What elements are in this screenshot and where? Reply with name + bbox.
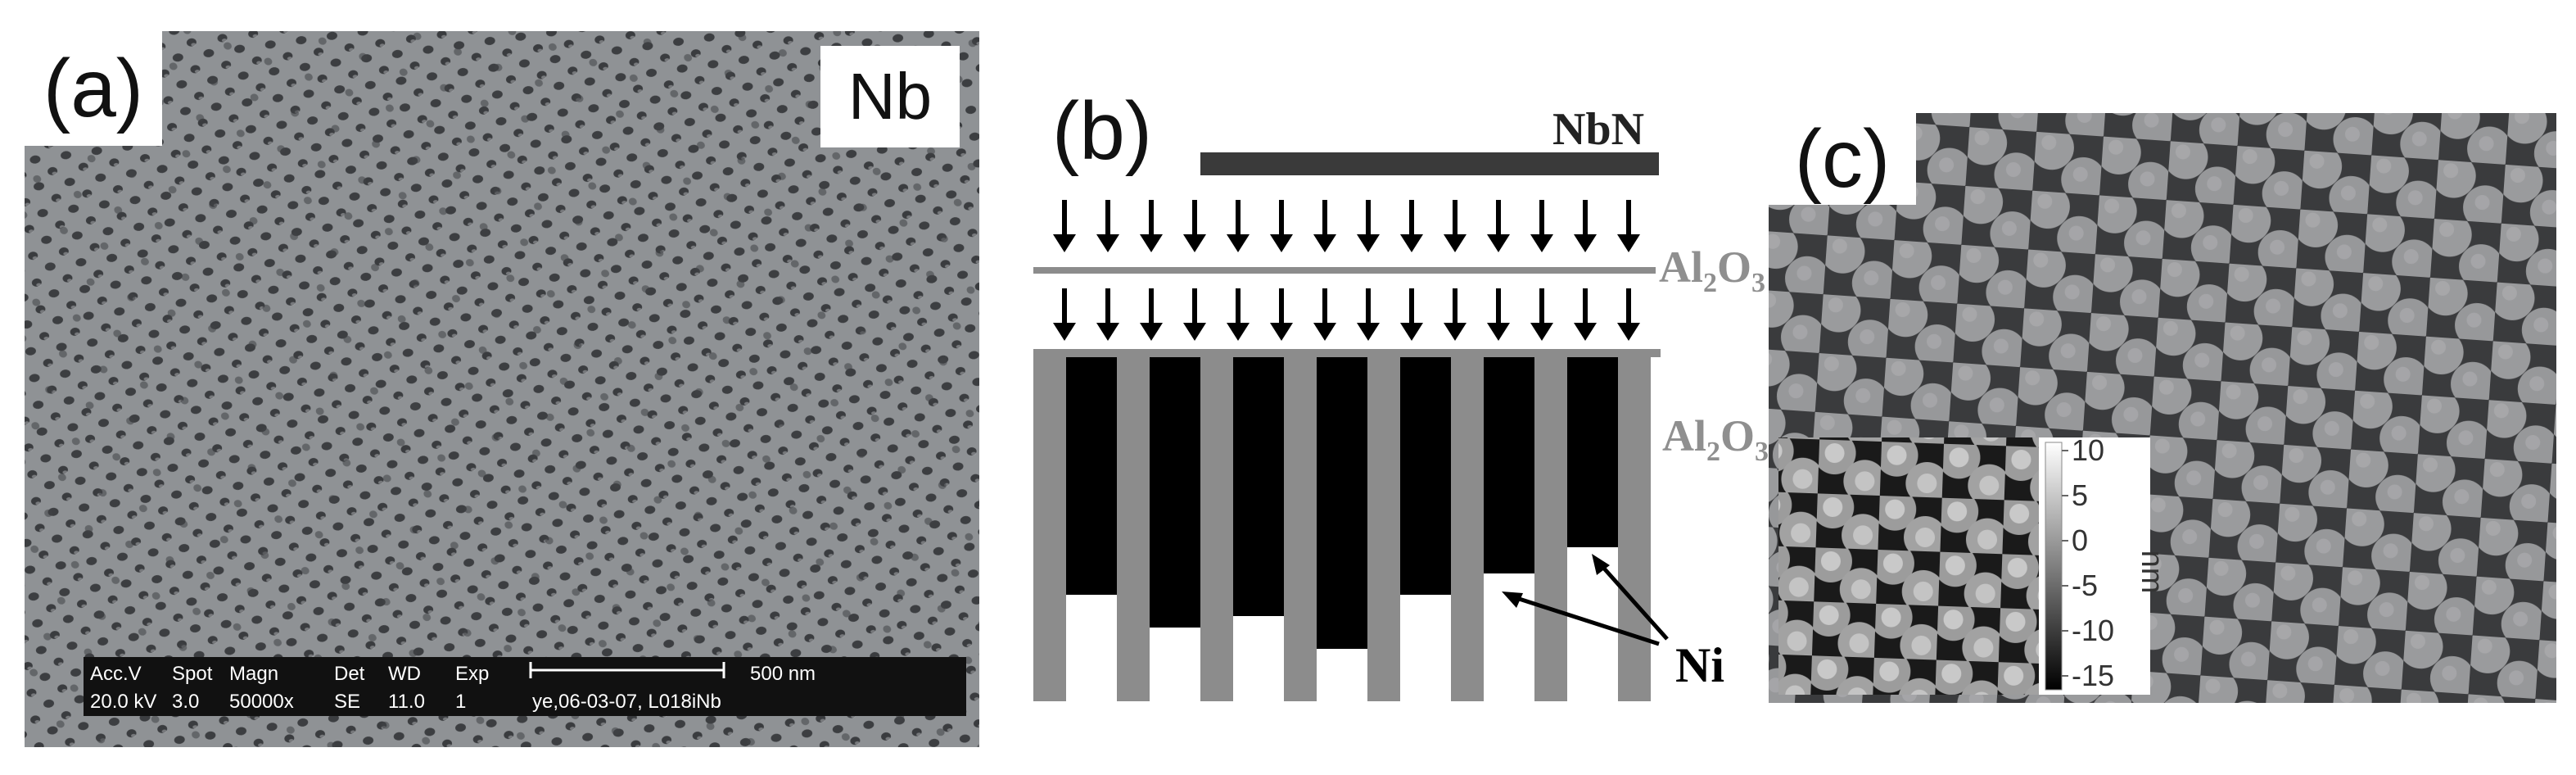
panel-b: NbN Al2O3 Al2O3 Ni (b)	[1024, 82, 1793, 713]
colorbar-tick-minus-15: -15	[2072, 659, 2114, 692]
sem-image-nb: Acc.V Spot Magn Det WD Exp 500 nm 20.0 k…	[25, 31, 979, 747]
afm-inset-image	[1778, 437, 2039, 695]
sem-scale-label: 500 nm	[750, 663, 816, 685]
panel-b-label-box: (b)	[1045, 82, 1159, 180]
panel-c-label: (c)	[1794, 113, 1891, 205]
sem-accv-header: Acc.V	[90, 663, 142, 685]
colorbar-tick-minus-10: -10	[2072, 614, 2114, 647]
sem-spot-header: Spot	[172, 663, 213, 685]
sem-det-header: Det	[334, 663, 365, 685]
sem-sample-id: ye,06-03-07, L018iNb	[532, 691, 721, 713]
panel-c: 10 5 0 -5 -10 -15 nm (c)	[1769, 113, 2556, 703]
oxide-walls	[1033, 349, 1661, 701]
schematic-diagram: NbN Al2O3 Al2O3 Ni	[1033, 104, 1769, 701]
sem-exp-value: 1	[455, 691, 466, 713]
panel-c-label-box: (c)	[1769, 113, 1916, 205]
sem-magn-value: 50000x	[229, 691, 294, 713]
nbn-label: NbN	[1552, 104, 1644, 155]
sem-det-value: SE	[334, 691, 360, 713]
panel-a-label-box: (a)	[25, 31, 162, 146]
thin-oxide-layer	[1033, 267, 1656, 274]
colorbar-tick-minus-5: -5	[2072, 569, 2098, 602]
colorbar-tick-5: 5	[2072, 478, 2088, 512]
scale-bar	[529, 662, 725, 678]
thin-oxide-label: Al2O3	[1659, 242, 1765, 298]
panel-a: Acc.V Spot Magn Det WD Exp 500 nm 20.0 k…	[25, 31, 979, 747]
panel-a-label: (a)	[43, 43, 144, 134]
deposition-arrows-top	[1053, 200, 1640, 252]
colorbar-unit: nm	[2135, 551, 2169, 594]
sem-wd-header: WD	[388, 663, 421, 685]
nbn-layer	[1200, 152, 1659, 175]
deposition-arrows-bottom	[1053, 288, 1640, 341]
ni-leader-lines	[1502, 554, 1669, 646]
colorbar	[2045, 442, 2063, 691]
sem-magn-header: Magn	[229, 663, 278, 685]
colorbar-tick-10: 10	[2072, 433, 2104, 467]
sem-image-nanodots: 10 5 0 -5 -10 -15 nm	[1769, 113, 2556, 703]
thick-oxide-label: Al2O3	[1662, 411, 1769, 467]
sem-exp-header: Exp	[455, 663, 489, 685]
sem-accv-value: 20.0 kV	[90, 691, 156, 713]
ni-pillars	[1066, 357, 1618, 649]
colorbar-tick-0: 0	[2072, 523, 2088, 557]
sem-wd-value: 11.0	[388, 691, 425, 713]
nb-label-box: Nb	[820, 46, 960, 147]
ni-label: Ni	[1675, 638, 1724, 692]
panel-b-label: (b)	[1051, 85, 1153, 177]
nb-label: Nb	[847, 60, 933, 133]
colorbar-tick-marks	[2062, 450, 2068, 677]
sem-info-bar	[84, 657, 966, 716]
sem-spot-value: 3.0	[172, 691, 199, 713]
